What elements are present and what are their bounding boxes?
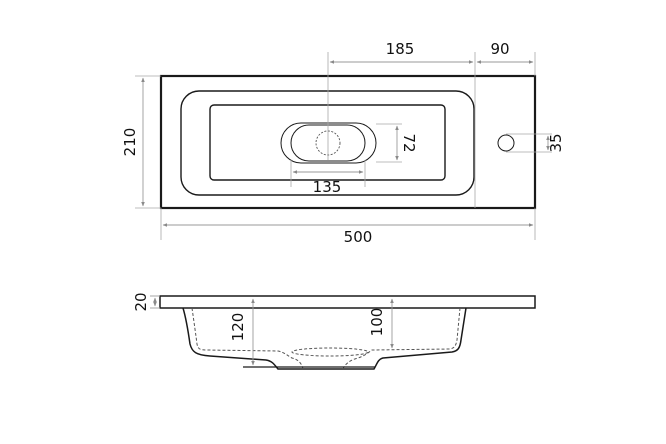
dim-label-120: 120 <box>229 313 247 342</box>
dim-label-100: 100 <box>368 308 386 337</box>
basin-outline <box>159 74 537 210</box>
bowl-rim <box>180 90 475 196</box>
dim-label-500: 500 <box>344 228 373 246</box>
dim-label-210: 210 <box>121 128 139 157</box>
tap-hole <box>497 134 515 152</box>
side-dimension-lines <box>150 295 394 366</box>
dimension-lines <box>141 60 550 227</box>
bowl-inner-profile-right <box>342 307 461 370</box>
dim-label-90: 90 <box>490 40 509 58</box>
dim-label-20: 20 <box>132 292 150 311</box>
drain-ellipse <box>291 347 369 357</box>
dim-label-35: 35 <box>547 133 565 152</box>
bowl-floor <box>209 104 446 181</box>
dim-label-72: 72 <box>400 133 418 152</box>
extension-lines <box>135 52 552 240</box>
bowl-inner-profile <box>191 307 304 370</box>
countertop-slab <box>159 295 536 309</box>
side-view: 20 120 100 <box>132 292 536 370</box>
bowl-outer-profile <box>182 307 467 370</box>
top-view: 185 90 210 500 135 72 35 <box>121 40 565 246</box>
drain-oval-outer <box>280 122 377 164</box>
dim-label-135: 135 <box>313 178 342 196</box>
dim-label-185: 185 <box>386 40 415 58</box>
